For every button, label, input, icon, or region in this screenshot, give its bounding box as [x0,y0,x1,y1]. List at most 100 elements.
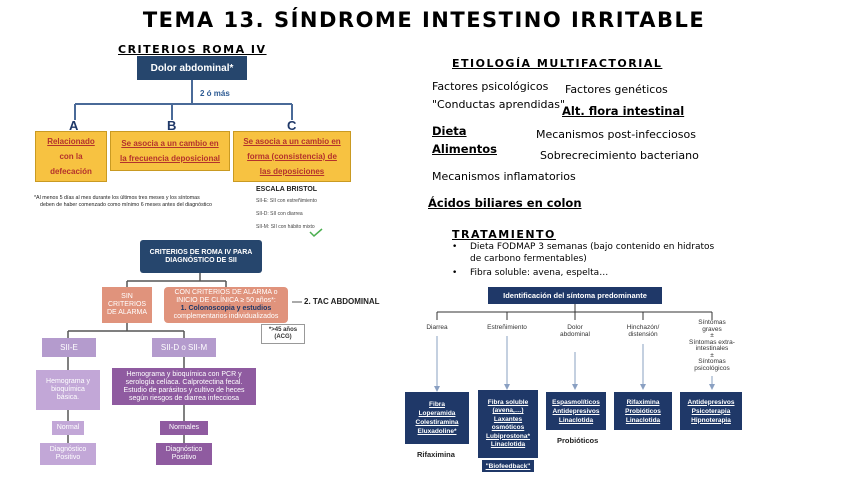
tx-biofeedback-box: "Biofeedback" [482,460,534,472]
alarm-line1: CON CRITERIOS DE ALARMA o [174,289,278,296]
cat-sintomas-line8: psicológicos [694,364,730,372]
factores-geneticos: Factores genéticos [565,83,668,96]
hemo-right-line1: Hemograma y bioquímica con PCR y [126,370,242,378]
roma-header: CRITERIOS ROMA IV [118,43,267,56]
cat-sintomas-line1: Síntomas [698,319,726,326]
tx-hinchazon-item: Probióticos [625,407,661,415]
criterion-c-line1: Se asocia a un cambio en [243,137,341,146]
treatment-bullets: • Dieta FODMAP 3 semanas (bajo contenido… [452,241,752,279]
cat-sintomas-line2: graves [702,325,722,333]
tx-dolor-box: Espasmolíticos Antidepresivos Linaclotid… [546,392,606,430]
hemo-right-line3: Estudio de parásitos y cultivo de heces [123,386,245,394]
tx-diarrea-item: Loperamida [418,410,456,417]
tx-estrenimiento-item: Fibra soluble [487,398,529,406]
criterion-c-line3: las deposiciones [259,167,325,176]
cat-dolor-line2: abdominal [560,331,590,338]
tx-dolor-item: Espasmolíticos [552,398,600,406]
mecanismos-inflamatorios: Mecanismos inflamatorios [432,170,576,183]
hemo-right-line4: según riesgos de diarrea infecciosa [128,394,240,402]
no-alarm-box: SIN CRITERIOS DE ALARMA [102,287,152,323]
sii-dm-box: SII-D o SII-M [152,338,216,357]
tx-hinchazon-item: Linaclotida [625,416,661,424]
tx-diarrea-box: Fibra Loperamida Colestiramina Eluxadoli… [405,392,469,444]
cat-dolor: Dolor abdominal [555,324,595,338]
normales-box: Normales [160,421,208,435]
tx-sintomas-item: Psicoterapia [691,407,731,415]
criterion-b-box: Se asocia a un cambio en la frecuencia d… [110,131,230,171]
sobrecrecimiento: Sobrecrecimiento bacteriano [540,149,699,162]
cat-diarrea-line1: Diarrea [426,324,448,331]
tx-sintomas-box: Antidepresivos Psicoterapia Hipnoterapia [680,392,742,430]
cat-sintomas-line7: Síntomas [698,358,726,365]
tx-hinchazon-item: Rifaximina [626,398,660,406]
bullet-dot: • [452,268,458,278]
tx-diarrea-item: Colestiramina [415,419,459,426]
hemo-left-line3: básica. [56,394,80,401]
criterion-c-box: Se asocia a un cambio en forma (consiste… [233,131,351,182]
tac-abdominal: 2. TAC ABDOMINAL [304,297,380,306]
cat-dolor-line1: Dolor [567,324,583,331]
tx-sintomas-item: Antidepresivos [687,398,735,406]
bullet-fibra: • Fibra soluble: avena, espelta… [452,267,752,279]
alimentos: Alimentos [432,142,497,156]
cat-hinchazon-line1: Hinchazón/ [626,324,660,331]
acg-line2: (ACG) [274,334,292,340]
acg-line1: *>45 años [268,327,298,333]
branch-label: 2 ó más [200,89,230,98]
cat-diarrea: Diarrea [417,324,457,331]
criterion-a-line1: Relacionado [47,137,95,146]
acg-note: *>45 años (ACG) [261,324,305,344]
criterion-b-line2: la frecuencia deposicional [119,154,221,163]
hemo-left-line2: bioquímica [51,386,85,393]
alarm-line4: complementarios individualizados [173,313,279,320]
cat-sintomas-line5: intestinales [695,345,729,352]
tx-estrenimiento-item: (avena,…) [492,407,524,414]
dx-right-box: Diagnóstico Positivo [156,443,212,465]
tx-sintomas-item: Hipnoterapia [691,416,731,424]
tx-dolor-item: Antidepresivos [552,407,600,415]
roma-footnote-line1: *Al menos 5 días al mes durante los últi… [34,195,200,201]
hemo-left-box: Hemograma y bioquímica básica. [36,370,100,410]
roma-diagnosis-line2: DIAGNÓSTICO DE SII [165,256,237,264]
tx-estrenimiento-item: Lubiprostona* [485,432,531,440]
dolor-abdominal-box: Dolor abdominal* [137,56,247,80]
dx-right-line2: Positivo [171,454,197,461]
cat-hinchazon: Hinchazón/ distensión [618,324,668,338]
conductas-aprendidas: "Conductas aprendidas" [432,98,566,111]
dieta: Dieta [432,124,467,138]
bullet-dot: • [452,242,458,252]
roma-diagnosis-line1: CRITERIOS DE ROMA IV PARA [149,248,253,256]
letter-b: B [167,118,177,133]
alarm-box: CON CRITERIOS DE ALARMA o INICIO DE CLÍN… [164,287,288,323]
criterion-a-line3: defecación [50,167,92,176]
tx-estrenimiento-box: Fibra soluble (avena,…) Laxantes osmótic… [478,390,538,458]
etiology-header: ETIOLOGÍA MULTIFACTORIAL [452,57,663,70]
bristol-item-d: SII-D: SII con diarrea [256,211,303,217]
treatment-header: TRATAMIENTO [452,228,556,241]
tx-estrenimiento-item: osmóticos [491,424,525,431]
cat-sintomas-line3: ± [710,332,714,339]
cat-sintomas-line4: Síntomas extra- [689,338,735,346]
dx-left-box: Diagnóstico Positivo [40,443,96,465]
symptom-box: Identificación del síntoma predominante [488,287,662,304]
alarm-line2: INICIO DE CLÍNICA ≥ 50 años*: [176,297,276,304]
dx-right-line1: Diagnóstico [165,446,203,453]
hemo-right-line2: serología celíaca. Calprotectina fecal. [125,378,243,386]
roma-diagnosis-box: CRITERIOS DE ROMA IV PARA DIAGNÓSTICO DE… [140,240,262,273]
page-title: TEMA 13. SÍNDROME INTESTINO IRRITABLE [142,8,706,32]
acidos-biliares: Ácidos biliares en colon [428,196,582,210]
bristol-item-e: SII-E: SII con estreñimiento [256,198,317,204]
tx-diarrea-item: Eluxadoline* [417,428,457,435]
mecanismos-postinfecciosos: Mecanismos post-infecciosos [536,128,696,141]
bullet-fodmap: • Dieta FODMAP 3 semanas (bajo contenido… [452,241,752,265]
cat-estrenimiento: Estreñimiento [482,324,532,331]
dx-left-line1: Diagnóstico [49,446,87,453]
cat-hinchazon-line2: distensión [628,331,658,338]
alarm-line3: 1. Colonoscopia y estudios [180,305,272,312]
tx-diarrea-item: Fibra [429,401,445,408]
dx-left-line2: Positivo [55,454,81,461]
letter-a: A [69,118,79,133]
hemo-left-line1: Hemograma y [46,378,90,385]
no-alarm-line3: DE ALARMA [106,309,148,316]
